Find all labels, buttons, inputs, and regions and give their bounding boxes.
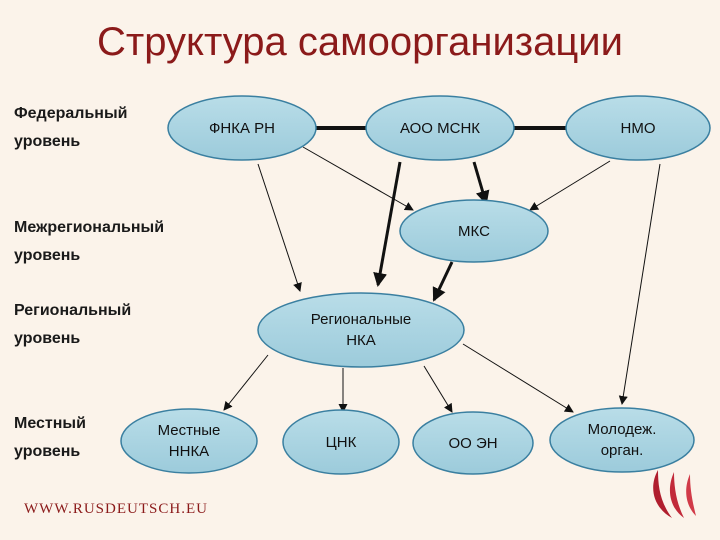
arrow-regional-local bbox=[223, 354, 269, 411]
arrow-aoo-regional bbox=[373, 161, 402, 287]
node-aoo: АОО МСНК bbox=[365, 95, 515, 161]
node-local-label-line1: Местные bbox=[158, 422, 221, 439]
node-aoo-label: АОО МСНК bbox=[400, 120, 480, 137]
arrow-regional-oo bbox=[423, 365, 453, 413]
node-youth-label-line2: орган. bbox=[601, 442, 644, 459]
node-youth: Молодеж. орган. bbox=[549, 407, 695, 473]
level-label-interregional: Межрегиональный уровень bbox=[14, 219, 165, 264]
node-nmo: НМО bbox=[565, 95, 711, 161]
arrow-regional-youth bbox=[462, 343, 574, 413]
level-label-local: Местный уровень bbox=[14, 415, 86, 460]
node-oo: ОО ЭН bbox=[412, 411, 534, 475]
node-youth-label-line1: Молодеж. bbox=[588, 421, 657, 438]
node-mks: МКС bbox=[399, 199, 549, 263]
arrow-mks-regional bbox=[432, 261, 454, 302]
flame-stripes-logo bbox=[653, 470, 696, 518]
arrow-nmo-mks bbox=[529, 160, 611, 211]
level-label-federal: Федеральный уровень bbox=[14, 105, 128, 150]
node-cnk-label: ЦНК bbox=[326, 434, 357, 451]
node-mks-label: МКС bbox=[458, 223, 490, 240]
arrow-fnka-regional bbox=[257, 163, 302, 292]
node-local: Местные ННКА bbox=[120, 408, 258, 474]
footer-website[interactable]: WWW.RUSDEUTSCH.EU bbox=[24, 501, 208, 517]
node-fnka: ФНКА РН bbox=[167, 95, 317, 161]
arrow-nmo-youth bbox=[618, 163, 661, 405]
arrow-aoo-mks bbox=[472, 161, 490, 205]
page-title: Структура самоорганизации bbox=[97, 20, 623, 64]
node-fnka-label: ФНКА РН bbox=[209, 120, 275, 137]
level-label-regional: Региональный уровень bbox=[14, 302, 132, 347]
node-regional-label-line2: НКА bbox=[346, 332, 376, 349]
node-local-label-line2: ННКА bbox=[169, 443, 209, 460]
node-regional: Региональные НКА bbox=[257, 292, 465, 368]
node-cnk: ЦНК bbox=[282, 409, 400, 475]
node-regional-label-line1: Региональные bbox=[311, 311, 411, 328]
node-nmo-label: НМО bbox=[621, 120, 656, 137]
node-oo-label: ОО ЭН bbox=[448, 435, 497, 452]
